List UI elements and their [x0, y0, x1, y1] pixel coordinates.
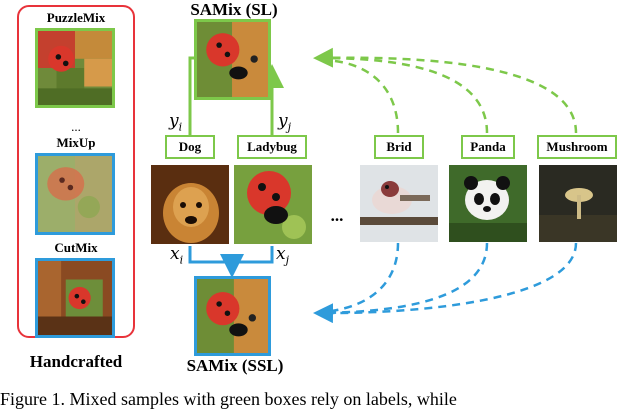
label-tag-brid: Brid — [374, 135, 424, 159]
green-dash-brid — [319, 58, 400, 134]
label-tag-ladybug: Ladybug — [237, 135, 307, 159]
var-y-j: yj — [278, 111, 292, 134]
figure-caption: Figure 1. Mixed samples with green boxes… — [0, 389, 457, 409]
panda-image — [449, 165, 527, 242]
method-label-cutmix: CutMix — [54, 240, 98, 255]
blue-line-xj — [220, 246, 274, 278]
mushroom-image — [539, 165, 617, 242]
blue-dash-panda — [319, 242, 489, 315]
var-x-i: xi — [170, 244, 184, 267]
samix-sl-label: SAMix (SL) — [190, 0, 278, 19]
dog-image — [151, 165, 229, 244]
handcrafted-ellipsis: ... — [71, 119, 81, 134]
others-ellipsis: ... — [330, 206, 344, 225]
samix-sl-image — [194, 19, 271, 100]
puzzlemix-image — [35, 28, 115, 108]
blue-line-xi — [188, 246, 232, 264]
var-y-i: yi — [169, 111, 183, 134]
var-x-j: xj — [276, 244, 290, 267]
handcrafted-title: Handcrafted — [29, 352, 123, 371]
ladybug-image — [234, 165, 312, 244]
blue-dash-brid — [319, 242, 400, 314]
label-tag-mushroom: Mushroom — [537, 135, 617, 159]
label-tag-panda: Panda — [461, 135, 515, 159]
blue-dash-mushroom — [313, 242, 578, 324]
mixup-image — [35, 153, 115, 235]
bird-image — [360, 165, 438, 242]
green-dash-mushroom — [313, 47, 578, 134]
samix-ssl-image — [194, 276, 271, 356]
cutmix-image — [35, 258, 115, 338]
method-label-mixup: MixUp — [56, 135, 96, 150]
label-tag-dog: Dog — [165, 135, 215, 159]
green-dash-panda — [319, 56, 489, 134]
samix-ssl-label: SAMix (SSL) — [186, 356, 284, 375]
method-label-puzzlemix: PuzzleMix — [46, 10, 106, 25]
